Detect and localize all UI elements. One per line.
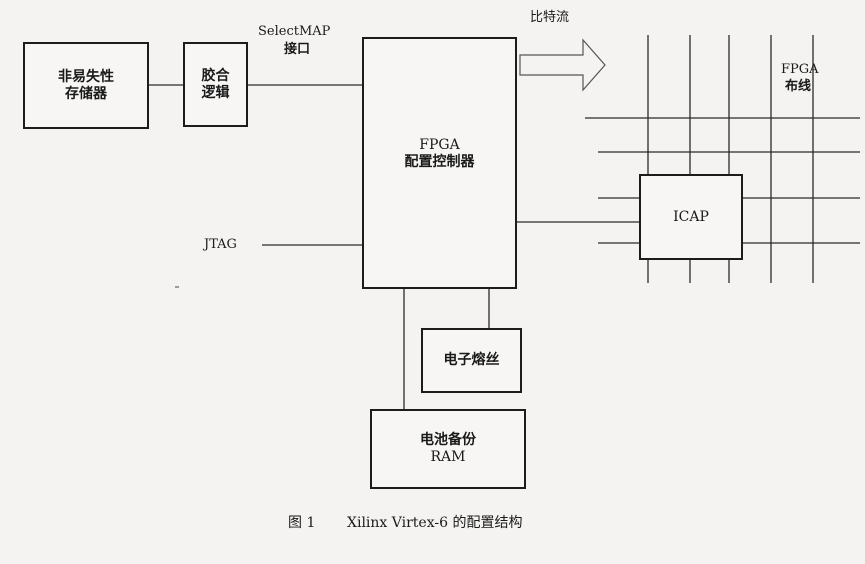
selectmap-interface-label: 接口 <box>284 42 311 57</box>
bitstream-arrow <box>519 38 606 92</box>
battery-backed-ram-block: 电池备份 RAM <box>370 409 526 489</box>
bbram-label-line2: RAM <box>430 449 466 465</box>
figure-number: 图 1 <box>288 515 316 531</box>
icap-label: ICAP <box>673 208 709 225</box>
glue-label-line1: 胶合 <box>201 67 230 84</box>
icap-block: ICAP <box>639 174 743 260</box>
bitstream-label: 比特流 <box>530 10 570 25</box>
jtag-label: JTAG <box>204 237 237 252</box>
bbram-label-line1: 电池备份 <box>420 432 476 448</box>
nvm-label-line2: 存储器 <box>65 85 107 102</box>
non-volatile-memory-block: 非易失性 存储器 <box>23 42 149 129</box>
nvm-label-line1: 非易失性 <box>58 68 114 85</box>
controller-label-line2: 配置控制器 <box>404 154 475 170</box>
fpga-routing-label-line1: FPGA <box>781 62 819 77</box>
selectmap-label: SelectMAP <box>258 24 331 39</box>
fpga-routing-label-line2: 布线 <box>785 79 812 94</box>
efuse-block: 电子熔丝 <box>421 328 522 393</box>
figure-caption: Xilinx Virtex-6 的配置结构 <box>347 515 523 531</box>
efuse-label: 电子熔丝 <box>443 352 500 368</box>
glue-label-line2: 逻辑 <box>201 84 230 101</box>
glue-logic-block: 胶合 逻辑 <box>183 42 248 127</box>
fpga-config-controller-block: FPGA 配置控制器 <box>362 37 517 289</box>
controller-label-line1: FPGA <box>419 137 460 153</box>
